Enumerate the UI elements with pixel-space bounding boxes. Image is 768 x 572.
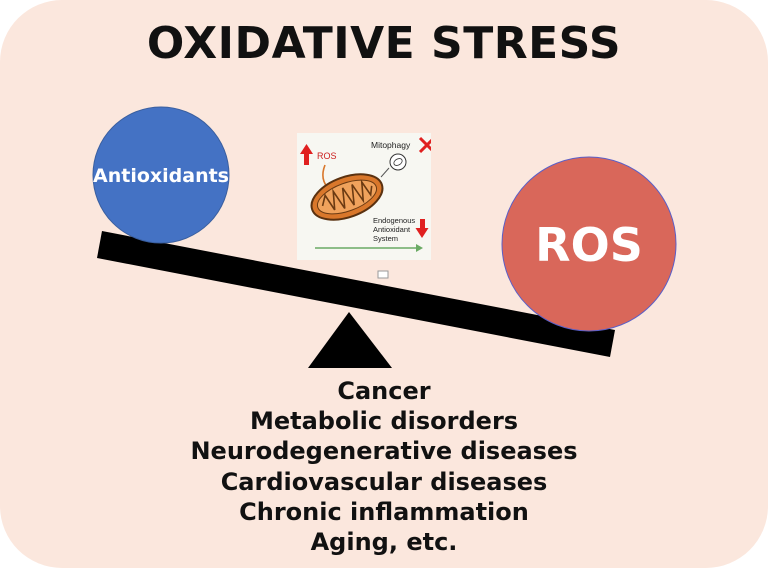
antioxidant-system-line-2: Antioxidant bbox=[373, 225, 411, 234]
diagram-title: OXIDATIVE STRESS bbox=[146, 18, 622, 69]
antioxidant-system-line-1: Endogenous bbox=[373, 216, 415, 225]
outcome-item: Aging, etc. bbox=[310, 528, 458, 557]
antioxidant-system-line-3: System bbox=[373, 234, 398, 243]
up-arrow-icon bbox=[300, 144, 313, 165]
ros-circle bbox=[501, 156, 677, 332]
outcome-item: Metabolic disorders bbox=[249, 407, 519, 436]
mitochondrion-icon bbox=[310, 173, 384, 221]
mitophagy-icon bbox=[380, 153, 407, 178]
timeline-arrow-icon bbox=[315, 244, 423, 252]
outcome-item: Cardiovascular diseases bbox=[220, 467, 548, 496]
antioxidants-label: Antioxidants bbox=[93, 165, 229, 187]
cross-icon bbox=[418, 136, 431, 154]
anchor-marker bbox=[377, 270, 389, 279]
inset-ros-label: ROS bbox=[317, 151, 337, 161]
mitochondria-inset: ROS Mitophagy Endogenous Antioxidant Sys… bbox=[297, 133, 431, 260]
outcome-item: Cancer bbox=[337, 377, 431, 405]
antioxidants-circle bbox=[92, 106, 230, 244]
down-arrow-icon bbox=[415, 219, 429, 238]
ros-label: ROS bbox=[535, 218, 643, 272]
fulcrum bbox=[308, 312, 392, 368]
mitophagy-label: Mitophagy bbox=[371, 140, 411, 150]
balance-beam bbox=[97, 231, 615, 357]
outcome-item: Neurodegenerative diseases bbox=[190, 437, 578, 466]
outcome-item: Chronic inflammation bbox=[239, 497, 529, 526]
outcomes-list: Cancer Metabolic disorders Neurodegenera… bbox=[0, 376, 768, 557]
